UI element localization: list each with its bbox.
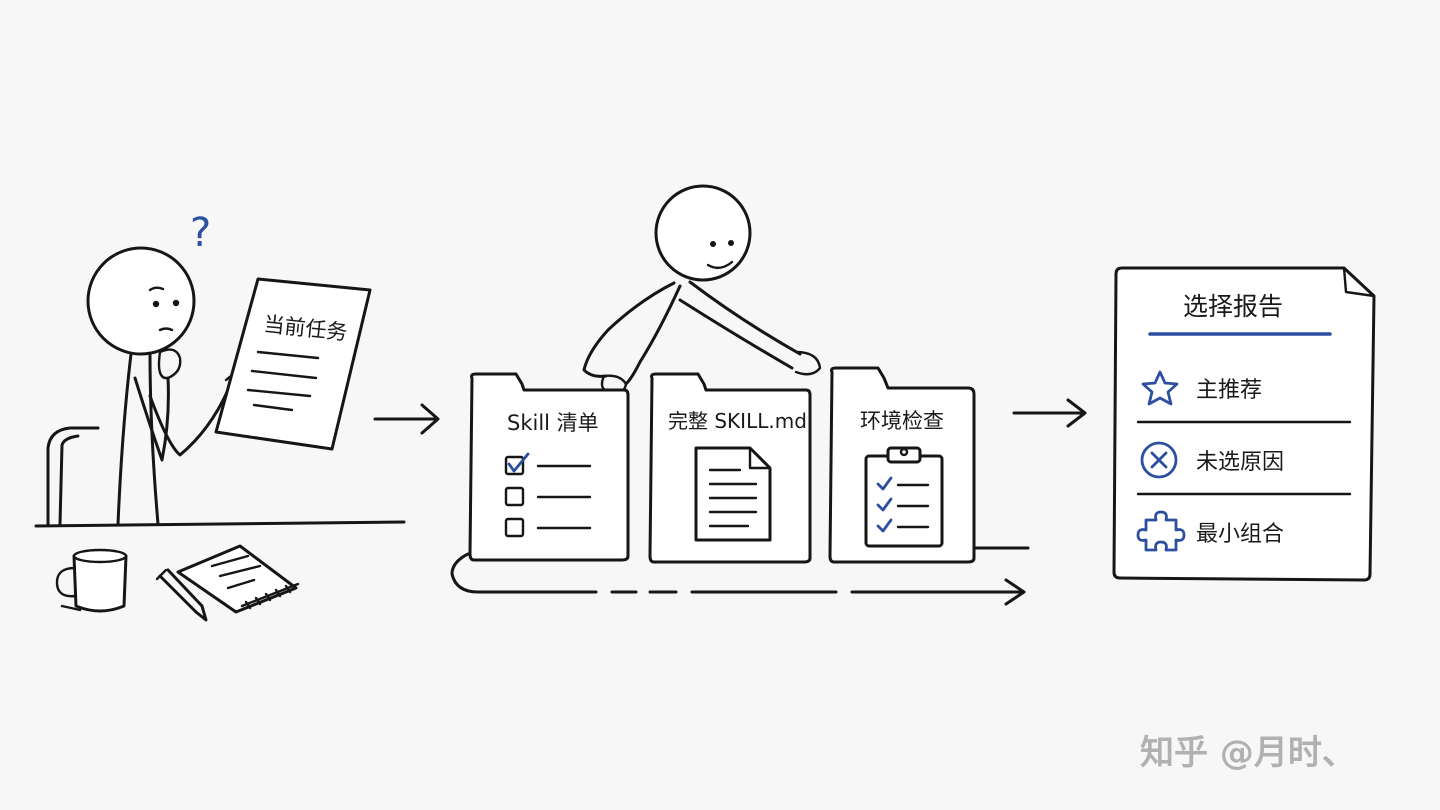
clipboard-icon (864, 446, 944, 548)
report-item-minimal-combo: 最小组合 (1136, 510, 1284, 552)
report-item-recommendation-label: 主推荐 (1196, 378, 1262, 403)
folder-rail (450, 546, 1030, 606)
puzzled-person-scene: ? 当前任务 (34, 210, 406, 622)
notebook (176, 544, 300, 614)
pencil (155, 568, 208, 622)
folder-env-check-label: 环境检查 (860, 409, 944, 433)
report-item-minimal-combo-label: 最小组合 (1196, 522, 1284, 547)
reviewer-person (582, 184, 822, 395)
report-item-rejected-reasons-label: 未选原因 (1196, 450, 1284, 475)
folder-skill-md: 完整 SKILL.md (648, 372, 812, 564)
watermark: 知乎 @月时、 (1140, 733, 1356, 773)
star-icon (1141, 370, 1179, 406)
folder-skill-list: Skill 清单 (468, 372, 630, 562)
question-mark: ? (190, 210, 211, 256)
folder-skill-md-label: 完整 SKILL.md (668, 409, 807, 433)
coffee-mug (55, 548, 128, 613)
selection-report: 选择报告 主推荐 未选原因 最小组合 (1112, 266, 1376, 582)
puzzled-person (86, 246, 250, 526)
report-title: 选择报告 (1183, 292, 1283, 321)
folder-env-check: 环境检查 (828, 366, 976, 564)
puzzle-icon (1136, 510, 1186, 552)
report-item-recommendation: 主推荐 (1141, 370, 1262, 406)
x-circle-icon (1140, 441, 1178, 479)
chair (46, 426, 100, 526)
arrow-to-report (1012, 398, 1087, 428)
folder-skill-list-label: Skill 清单 (507, 411, 599, 435)
desk-line (34, 520, 406, 528)
arrow-to-folders (373, 403, 440, 435)
document-icon (694, 446, 772, 542)
report-item-rejected-reasons: 未选原因 (1140, 441, 1284, 479)
task-paper: 当前任务 (214, 277, 372, 451)
checklist-icon (504, 452, 592, 538)
